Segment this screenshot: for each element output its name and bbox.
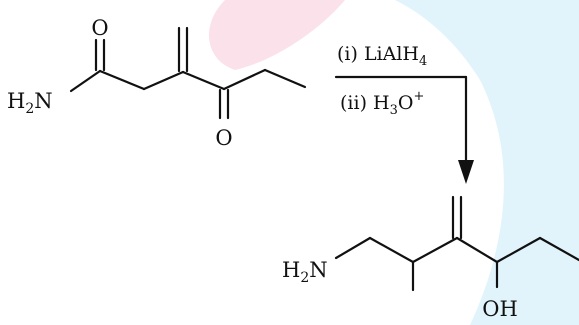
reaction-arrow [334,75,474,184]
reactant-ketone-oxygen: O [215,126,232,150]
product-hydroxyl-label: OH [482,297,518,321]
reactant-molecule: O O H2N [7,16,307,150]
product-bonds [334,195,579,292]
product-amine-label: H2N [282,258,328,286]
product-molecule: H2N OH [282,195,579,321]
reactant-bonds [69,26,307,120]
arrow-head [458,160,474,184]
watermark-pink-shape [208,0,345,70]
watermark-logo [208,0,579,325]
watermark-blue-shape [395,0,579,325]
condition-step-2: (ii) H3O+ [340,89,424,118]
reactant-amide-oxygen: O [91,16,108,40]
reactant-amine-label: H2N [7,89,53,117]
condition-step-1: (i) LiAlH4 [337,43,427,69]
